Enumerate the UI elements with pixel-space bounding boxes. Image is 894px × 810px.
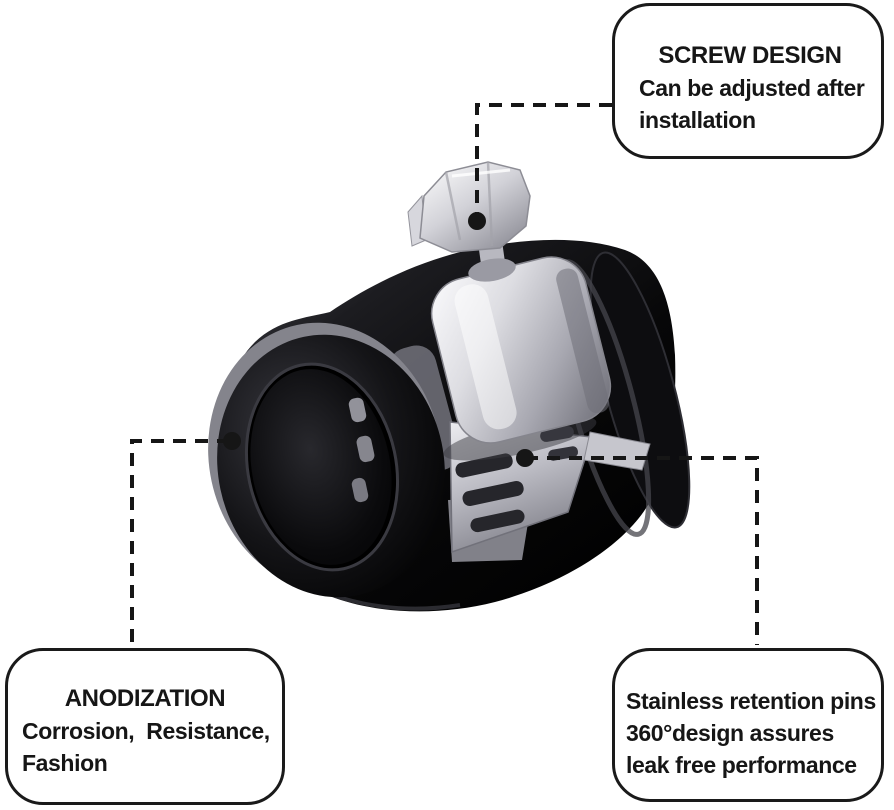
callout-anodization-title: ANODIZATION: [64, 685, 226, 712]
wing-nut-screw: [407, 161, 531, 282]
leader-dot-anodization: [223, 432, 241, 450]
leader-dot-screw-design: [468, 212, 486, 230]
callout-screw-design-title: SCREW DESIGN: [658, 42, 842, 69]
callout-retention-pins-line: leak free performance: [626, 752, 857, 778]
anodized-collar-ring: [208, 322, 445, 598]
leader-line-retention-pins: [525, 456, 759, 645]
leader-dot-retention-pins: [516, 449, 534, 467]
callout-screw-design: SCREW DESIGN Can be adjusted after insta…: [612, 3, 884, 159]
callout-anodization: ANODIZATION Corrosion, Resistance, Fashi…: [5, 648, 285, 805]
callout-screw-design-line: Can be adjusted after: [639, 75, 865, 101]
callout-screw-design-line: installation: [639, 107, 756, 133]
callout-retention-pins-line: Stainless retention pins: [626, 688, 876, 714]
bore-reflections: [348, 397, 375, 503]
leader-line-screw-design: [475, 103, 612, 218]
band-guide-tab: [583, 431, 651, 471]
callout-retention-pins: Stainless retention pins 360°design assu…: [612, 648, 884, 802]
leader-line-anodization: [130, 439, 230, 645]
callout-anodization-line: Fashion: [22, 750, 108, 776]
worm-gear-clamp: [430, 256, 651, 554]
callout-anodization-line: Corrosion, Resistance,: [22, 718, 270, 744]
callout-retention-pins-line: 360°design assures: [626, 720, 834, 746]
